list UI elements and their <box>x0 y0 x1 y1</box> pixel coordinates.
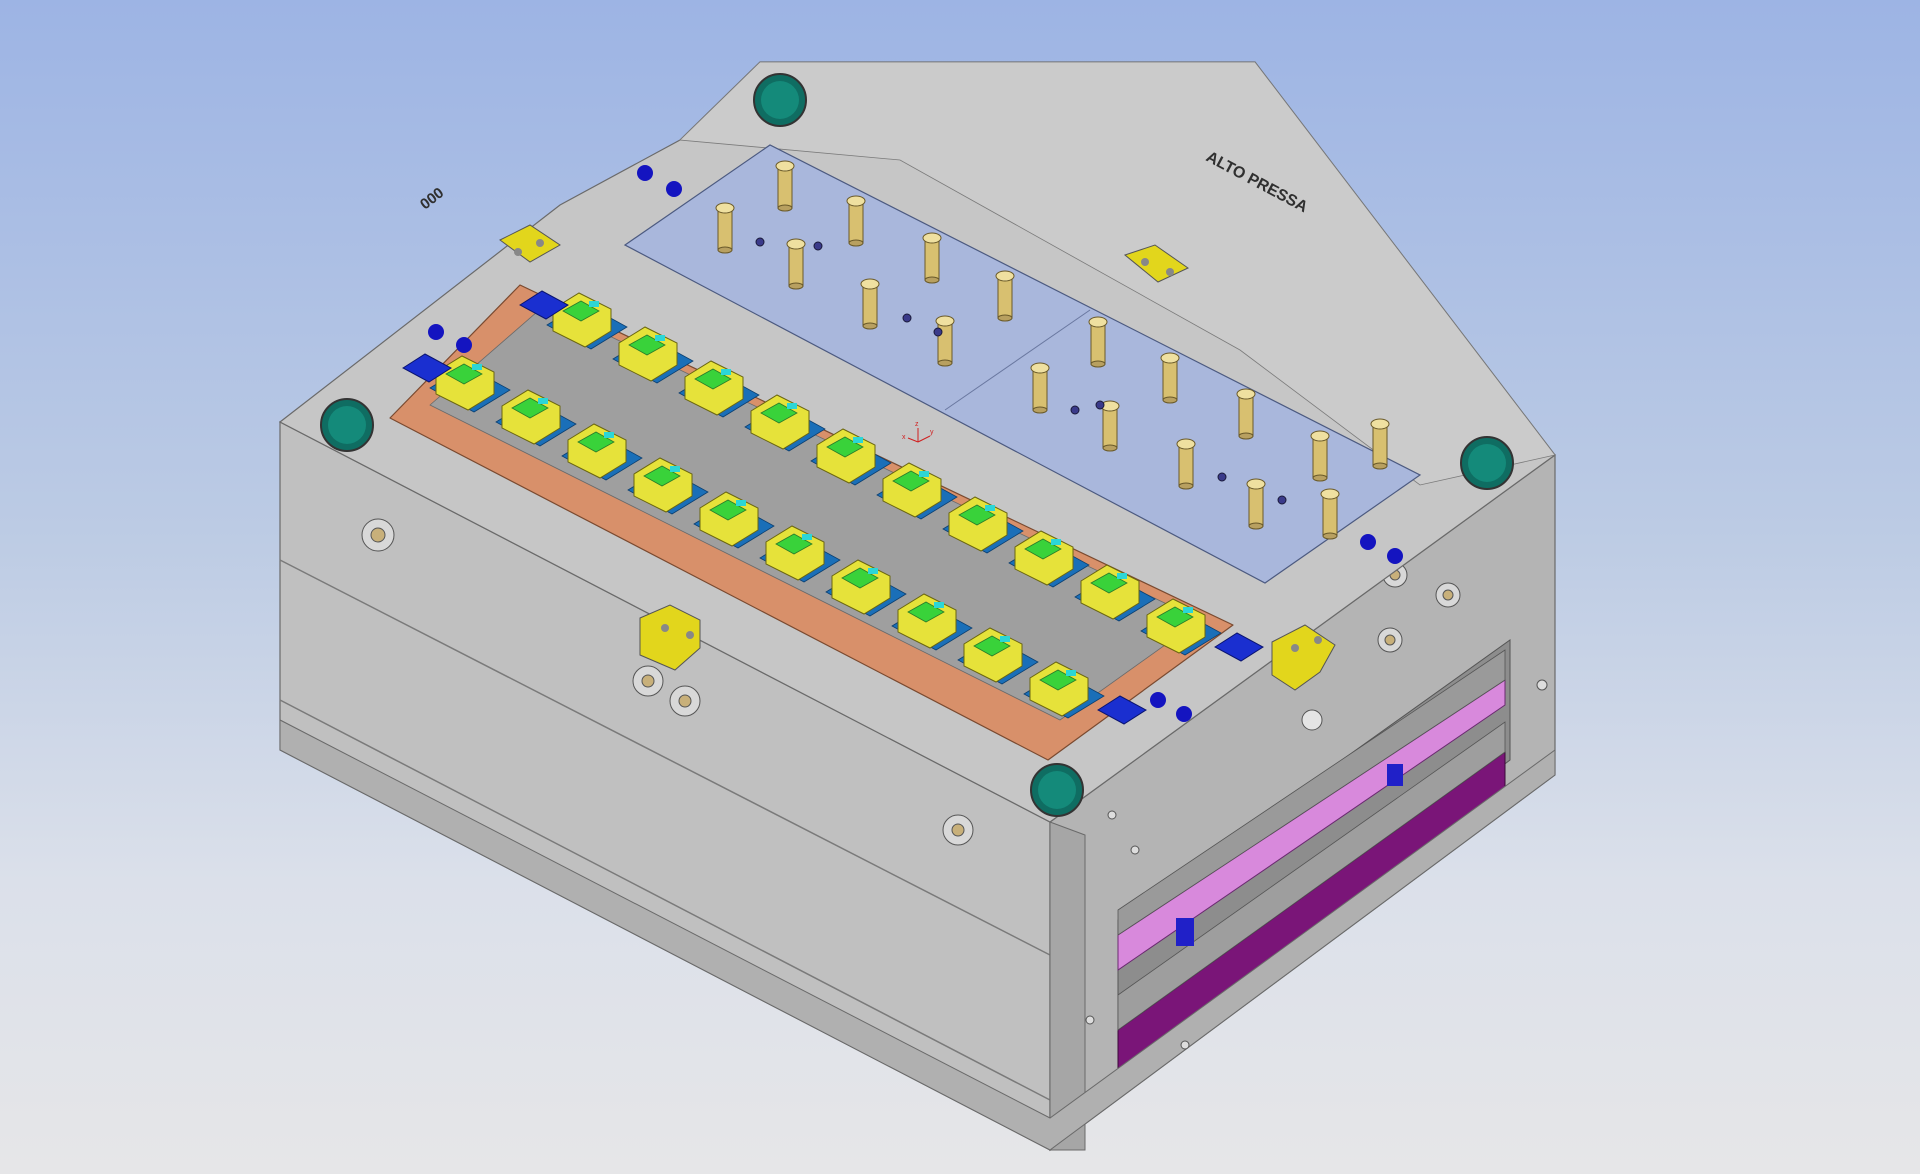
parting-line <box>279 559 1051 956</box>
cap-screw <box>902 313 912 323</box>
ejector-pin <box>1030 362 1050 414</box>
mold-base-body[interactable] <box>279 421 1556 1152</box>
threaded-hole <box>632 665 664 697</box>
cavity-part[interactable] <box>750 394 810 450</box>
ejector-pin <box>1310 430 1330 482</box>
ejector-pin-group <box>715 160 1390 540</box>
ejector-pin <box>935 315 955 367</box>
cavity-part[interactable] <box>699 491 759 547</box>
ejector-pin <box>995 270 1015 322</box>
ejector-plate-upper-top <box>1117 649 1506 936</box>
ejector-pin <box>1236 388 1256 440</box>
engraving-000: 000 <box>417 184 447 213</box>
runner-end-block <box>402 353 452 383</box>
clamp-block[interactable] <box>1271 624 1336 691</box>
side-hole <box>1107 810 1117 820</box>
water-plug-pair <box>428 324 472 353</box>
ejector-pin <box>715 202 735 254</box>
cavity-part[interactable] <box>435 355 495 411</box>
cap-screw <box>1217 472 1227 482</box>
ejector-plate-lower-top <box>1117 721 1506 1031</box>
guide-bushing[interactable] <box>320 398 374 452</box>
cavity-part[interactable] <box>567 423 627 479</box>
clamp-block[interactable] <box>499 224 561 263</box>
cavity-part[interactable] <box>633 457 693 513</box>
cavity-part[interactable] <box>1080 564 1140 620</box>
parting-line <box>279 699 1051 1101</box>
bottom-clamp-plate <box>279 719 1556 1151</box>
ejector-pin <box>786 238 806 290</box>
guide-bushing[interactable] <box>1030 763 1084 817</box>
svg-text:z: z <box>915 421 919 428</box>
water-plug-pair <box>637 165 682 197</box>
side-hole <box>1130 845 1140 855</box>
cap-screw <box>1277 495 1287 505</box>
cavity-part[interactable] <box>816 428 876 484</box>
cap-screw <box>1095 400 1105 410</box>
corner-chamfer <box>1049 821 1086 1151</box>
guide-bushing[interactable] <box>753 73 807 127</box>
cavity-part[interactable] <box>882 462 942 518</box>
side-hole <box>1085 1015 1095 1025</box>
cavity-part[interactable] <box>501 389 561 445</box>
axis-triad-icon: z y x <box>902 421 934 443</box>
cap-screw <box>933 327 943 337</box>
ejector-pin <box>922 232 942 284</box>
threaded-hole <box>1377 627 1403 653</box>
guide-bushing[interactable] <box>1460 436 1514 490</box>
cavity-part[interactable] <box>948 496 1008 552</box>
cover-plate-split <box>944 309 1091 411</box>
cavity-part[interactable] <box>1146 598 1206 654</box>
ejector-pin <box>1320 488 1340 540</box>
threaded-hole <box>669 685 701 717</box>
return-pin <box>1176 918 1194 946</box>
cavity-part[interactable] <box>1014 530 1074 586</box>
runner-end-block <box>1097 695 1147 725</box>
ejector-pin <box>860 278 880 330</box>
cap-screw <box>1070 405 1080 415</box>
ejector-pin <box>1246 478 1266 530</box>
ejector-pin <box>846 195 866 247</box>
threaded-hole <box>1435 582 1461 608</box>
cavity-part[interactable] <box>765 525 825 581</box>
cavity-part[interactable] <box>897 593 957 649</box>
return-pin <box>1387 764 1403 786</box>
cap-screw <box>813 241 823 251</box>
cavity-grid <box>402 290 1264 725</box>
ejector-pin <box>1160 352 1180 404</box>
cavity-part[interactable] <box>1029 661 1089 717</box>
water-plug-pair <box>1360 534 1403 564</box>
ejector-pin <box>1088 316 1108 368</box>
ejector-pin <box>1176 438 1196 490</box>
side-hole <box>1536 679 1548 691</box>
clamp-block[interactable] <box>639 604 701 671</box>
ejector-pin <box>775 160 795 212</box>
ejector-pin <box>1100 400 1120 452</box>
threaded-hole <box>942 814 974 846</box>
side-hole <box>1301 709 1323 731</box>
svg-text:x: x <box>902 434 906 441</box>
ejector-pin <box>1370 418 1390 470</box>
runner-end-block <box>1214 632 1264 662</box>
svg-text:y: y <box>930 429 934 436</box>
cap-screw <box>755 237 765 247</box>
threaded-hole <box>361 518 395 552</box>
cavity-part[interactable] <box>618 326 678 382</box>
cavity-part[interactable] <box>552 292 612 348</box>
cavity-insert[interactable] <box>389 284 1264 761</box>
runner-end-block <box>519 290 569 320</box>
cavity-part[interactable] <box>831 559 891 615</box>
clamp-block[interactable] <box>1123 244 1189 283</box>
water-plug-pair <box>1150 692 1192 722</box>
cavity-part[interactable] <box>963 627 1023 683</box>
cavity-part[interactable] <box>684 360 744 416</box>
side-hole <box>1180 1040 1190 1050</box>
